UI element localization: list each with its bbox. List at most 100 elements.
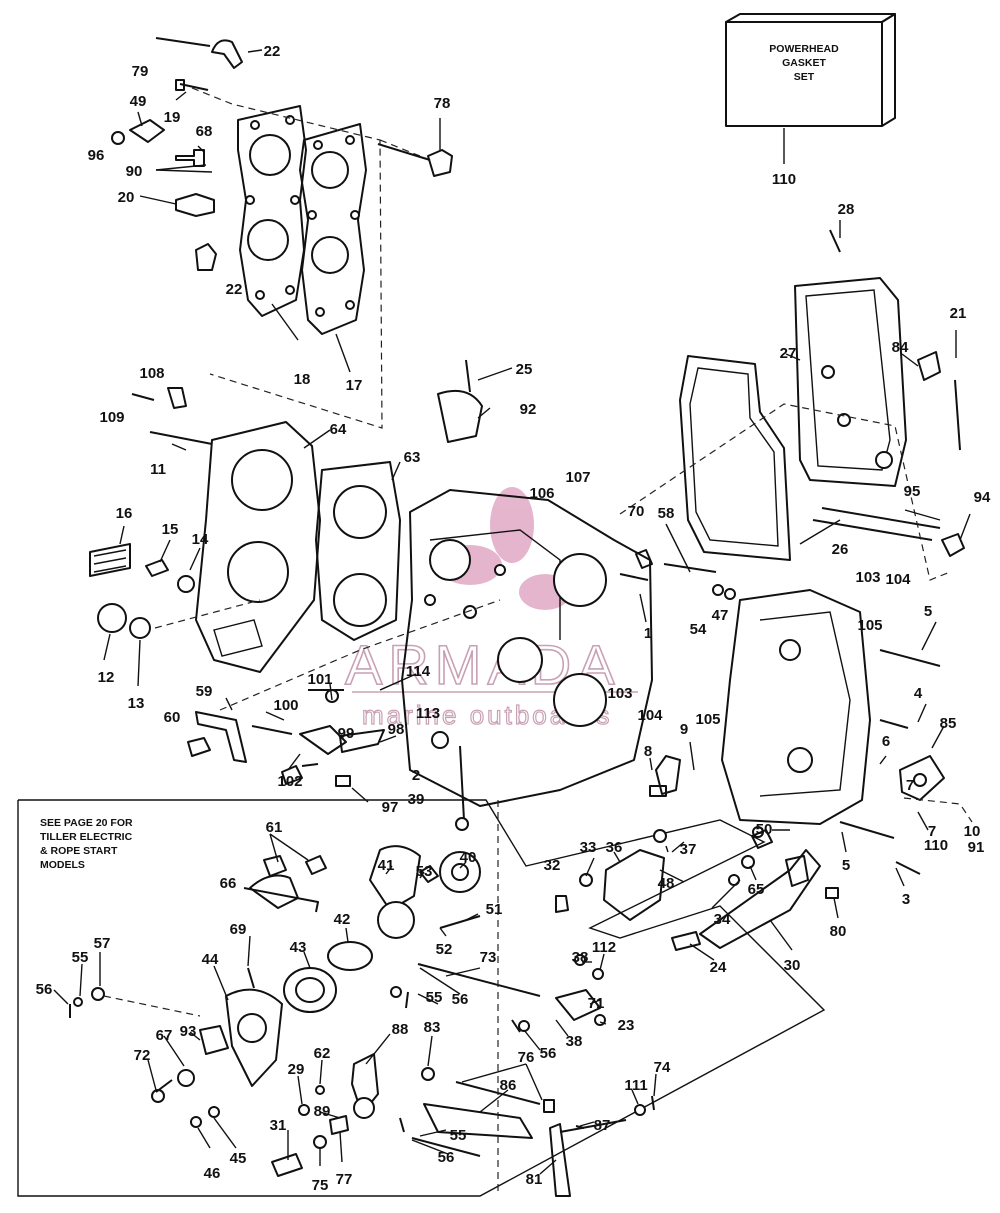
- part-callout-58: 58: [658, 505, 675, 522]
- part-callout-28: 28: [838, 201, 855, 218]
- part-callout-92: 92: [520, 401, 537, 418]
- part-callout-7: 7: [928, 823, 936, 840]
- tiller-linkage-section: SEE PAGE 20 FOR TILLER ELECTRIC & ROPE S…: [17, 799, 826, 1197]
- part-callout-71: 71: [588, 995, 605, 1012]
- part-callout-49: 49: [130, 93, 147, 110]
- gasket-set-box: POWERHEAD GASKET SET: [725, 13, 896, 164]
- part-callout-93: 93: [180, 1023, 197, 1040]
- part-callout-37: 37: [680, 841, 697, 858]
- part-callout-43: 43: [290, 939, 307, 956]
- leader-lines: [53, 49, 971, 1175]
- part-callout-70: 70: [628, 503, 645, 520]
- part-callout-30: 30: [784, 957, 801, 974]
- part-callout-63: 63: [404, 449, 421, 466]
- part-callout-103: 103: [855, 569, 880, 586]
- part-callout-22: 22: [226, 281, 243, 298]
- part-callout-40: 40: [460, 849, 477, 866]
- part-callout-36: 36: [606, 839, 623, 856]
- part-callout-77: 77: [336, 1171, 353, 1188]
- part-callout-47: 47: [712, 607, 729, 624]
- part-callout-41: 41: [378, 857, 395, 874]
- part-callout-57: 57: [94, 935, 111, 952]
- part-callout-17: 17: [346, 377, 363, 394]
- crankcase-half: [619, 549, 973, 875]
- part-callout-56: 56: [452, 991, 469, 1008]
- part-callout-51: 51: [486, 901, 503, 918]
- top-small-parts: [111, 37, 453, 271]
- part-callout-55: 55: [426, 989, 443, 1006]
- cylinder-head-gaskets: [191, 87, 431, 429]
- part-callout-99: 99: [338, 725, 355, 742]
- part-callout-9: 9: [680, 721, 688, 738]
- part-callout-74: 74: [654, 1059, 671, 1076]
- part-callout-73: 73: [480, 949, 497, 966]
- part-callout-81: 81: [526, 1171, 543, 1188]
- part-callout-39: 39: [408, 791, 425, 808]
- part-callout-33: 33: [580, 839, 597, 856]
- part-callout-68: 68: [196, 123, 213, 140]
- part-callout-5: 5: [924, 603, 932, 620]
- note-line2: TILLER ELECTRIC: [40, 831, 133, 843]
- part-callout-61: 61: [266, 819, 283, 836]
- part-callout-97: 97: [382, 799, 399, 816]
- gasket-box-line1: POWERHEAD: [769, 43, 839, 55]
- part-callout-52: 52: [436, 941, 453, 958]
- part-callout-44: 44: [202, 951, 219, 968]
- part-callout-2: 2: [412, 767, 420, 784]
- part-callout-42: 42: [334, 911, 351, 928]
- part-callout-86: 86: [500, 1077, 517, 1094]
- part-callout-78: 78: [434, 95, 451, 112]
- part-callout-16: 16: [116, 505, 133, 522]
- part-callout-56: 56: [540, 1045, 557, 1062]
- part-callout-4: 4: [914, 685, 923, 702]
- part-callout-54: 54: [690, 621, 707, 638]
- part-callout-100: 100: [273, 697, 298, 714]
- part-callout-83: 83: [424, 1019, 441, 1036]
- thermostat-housing-assembly: [89, 359, 483, 673]
- part-callout-8: 8: [644, 743, 652, 760]
- part-callout-87: 87: [594, 1117, 611, 1134]
- part-callout-15: 15: [162, 521, 179, 538]
- part-callout-38: 38: [572, 949, 589, 966]
- part-callout-94: 94: [974, 489, 991, 506]
- part-callout-89: 89: [314, 1103, 331, 1120]
- part-callout-96: 96: [88, 147, 105, 164]
- part-callout-53: 53: [416, 863, 433, 880]
- part-callout-62: 62: [314, 1045, 331, 1062]
- part-callout-38: 38: [566, 1033, 583, 1050]
- part-callout-26: 26: [832, 541, 849, 558]
- part-callout-3: 3: [902, 891, 910, 908]
- gasket-box-line2: GASKET: [782, 57, 826, 69]
- part-callout-24: 24: [710, 959, 727, 976]
- part-callout-98: 98: [388, 721, 405, 738]
- part-callout-46: 46: [204, 1165, 221, 1182]
- part-callout-79: 79: [132, 63, 149, 80]
- part-callout-20: 20: [118, 189, 135, 206]
- part-callout-1: 1: [644, 625, 652, 642]
- part-callout-104: 104: [885, 571, 911, 588]
- part-callout-80: 80: [830, 923, 847, 940]
- part-callout-90: 90: [126, 163, 143, 180]
- part-callout-109: 109: [99, 409, 124, 426]
- part-callout-84: 84: [892, 339, 909, 356]
- linkage-small-parts: [187, 599, 681, 831]
- part-callout-14: 14: [192, 531, 209, 548]
- part-callout-60: 60: [164, 709, 181, 726]
- part-callout-59: 59: [196, 683, 213, 700]
- part-callout-25: 25: [516, 361, 533, 378]
- part-callout-107: 107: [565, 469, 590, 486]
- part-callout-56: 56: [36, 981, 53, 998]
- part-callout-34: 34: [714, 911, 731, 928]
- note-line3: & ROPE START: [40, 845, 118, 857]
- part-callout-65: 65: [748, 881, 765, 898]
- part-callout-72: 72: [134, 1047, 151, 1064]
- note-line1: SEE PAGE 20 FOR: [40, 817, 133, 829]
- part-callout-85: 85: [940, 715, 957, 732]
- part-callout-12: 12: [98, 669, 115, 686]
- throttle-linkage: [555, 826, 839, 951]
- part-callout-101: 101: [307, 671, 332, 688]
- part-callout-66: 66: [220, 875, 237, 892]
- exhaust-cover-assembly: [619, 229, 965, 581]
